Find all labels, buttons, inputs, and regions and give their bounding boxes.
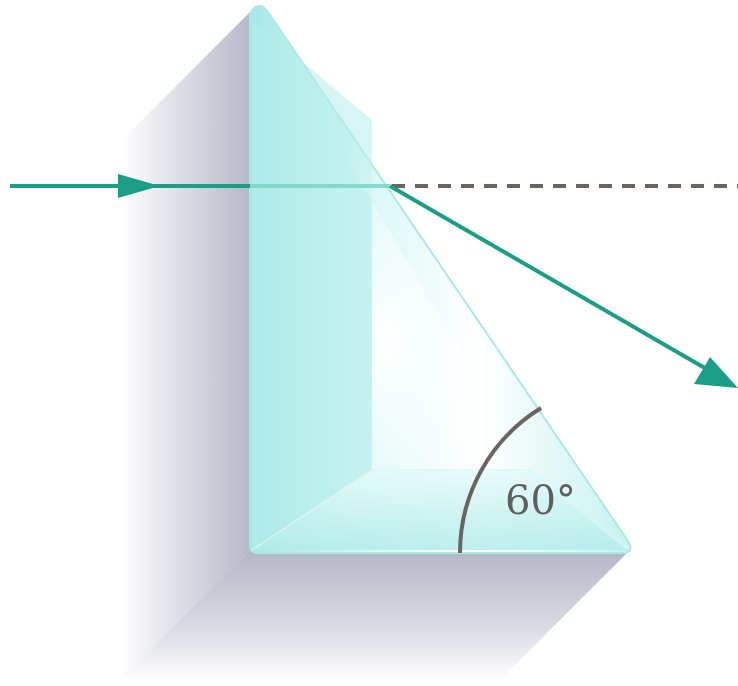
- incident-arrow-icon: [118, 174, 160, 198]
- refracted-ray: [388, 184, 738, 388]
- prism-shadow: [120, 12, 630, 680]
- refracted-arrow-icon: [694, 357, 738, 388]
- angle-arc: [457, 406, 543, 554]
- incident-ray: [10, 174, 250, 198]
- angle-label: 60°: [505, 478, 576, 524]
- prism: [249, 4, 632, 554]
